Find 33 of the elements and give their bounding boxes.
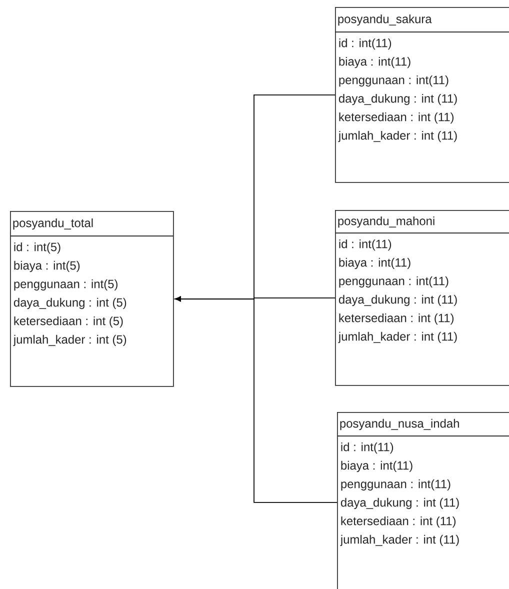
field-text: penggunaan : int(11)	[341, 479, 450, 491]
field-text: jumlah_kader : int (11)	[338, 332, 457, 344]
field-text: ketersediaan : int (11)	[339, 112, 454, 124]
field-text: ketersediaan : int (11)	[339, 313, 454, 325]
field-text: daya_dukung : int (11)	[338, 94, 457, 106]
field-text: ketersediaan : int (11)	[341, 516, 456, 528]
field-text: daya_dukung : int (11)	[338, 294, 457, 306]
field-text: ketersediaan : int (5)	[14, 316, 123, 328]
table-title: posyandu_sakura	[338, 14, 432, 26]
field-text: jumlah_kader : int (5)	[13, 334, 126, 346]
field-text: penggunaan : int(11)	[339, 75, 448, 87]
table-box	[336, 412, 509, 589]
field-text: id : int(11)	[339, 38, 392, 50]
field-text: id : int(5)	[14, 242, 60, 254]
table-title: posyandu_total	[13, 218, 93, 230]
field-text: penggunaan : int(11)	[339, 276, 448, 288]
field-text: biaya : int(11)	[341, 460, 412, 472]
field-text: jumlah_kader : int (11)	[340, 534, 459, 546]
field-text: jumlah_kader : int (11)	[338, 130, 457, 142]
field-text: biaya : int(5)	[14, 260, 80, 272]
table-box	[334, 7, 509, 183]
field-text: daya_dukung : int (5)	[14, 298, 126, 310]
field-text: biaya : int(11)	[339, 258, 410, 270]
table-box	[10, 211, 174, 387]
field-text: daya_dukung : int (11)	[340, 498, 459, 510]
field-text: penggunaan : int(5)	[14, 279, 118, 291]
field-text: id : int(11)	[341, 442, 394, 454]
arrow	[175, 296, 338, 503]
table-title: posyandu_mahoni	[338, 216, 434, 228]
table-title: posyandu_nusa_indah	[340, 418, 459, 430]
field-text: biaya : int(11)	[339, 56, 410, 68]
table-box	[334, 210, 509, 386]
field-text: id : int(11)	[339, 239, 392, 251]
